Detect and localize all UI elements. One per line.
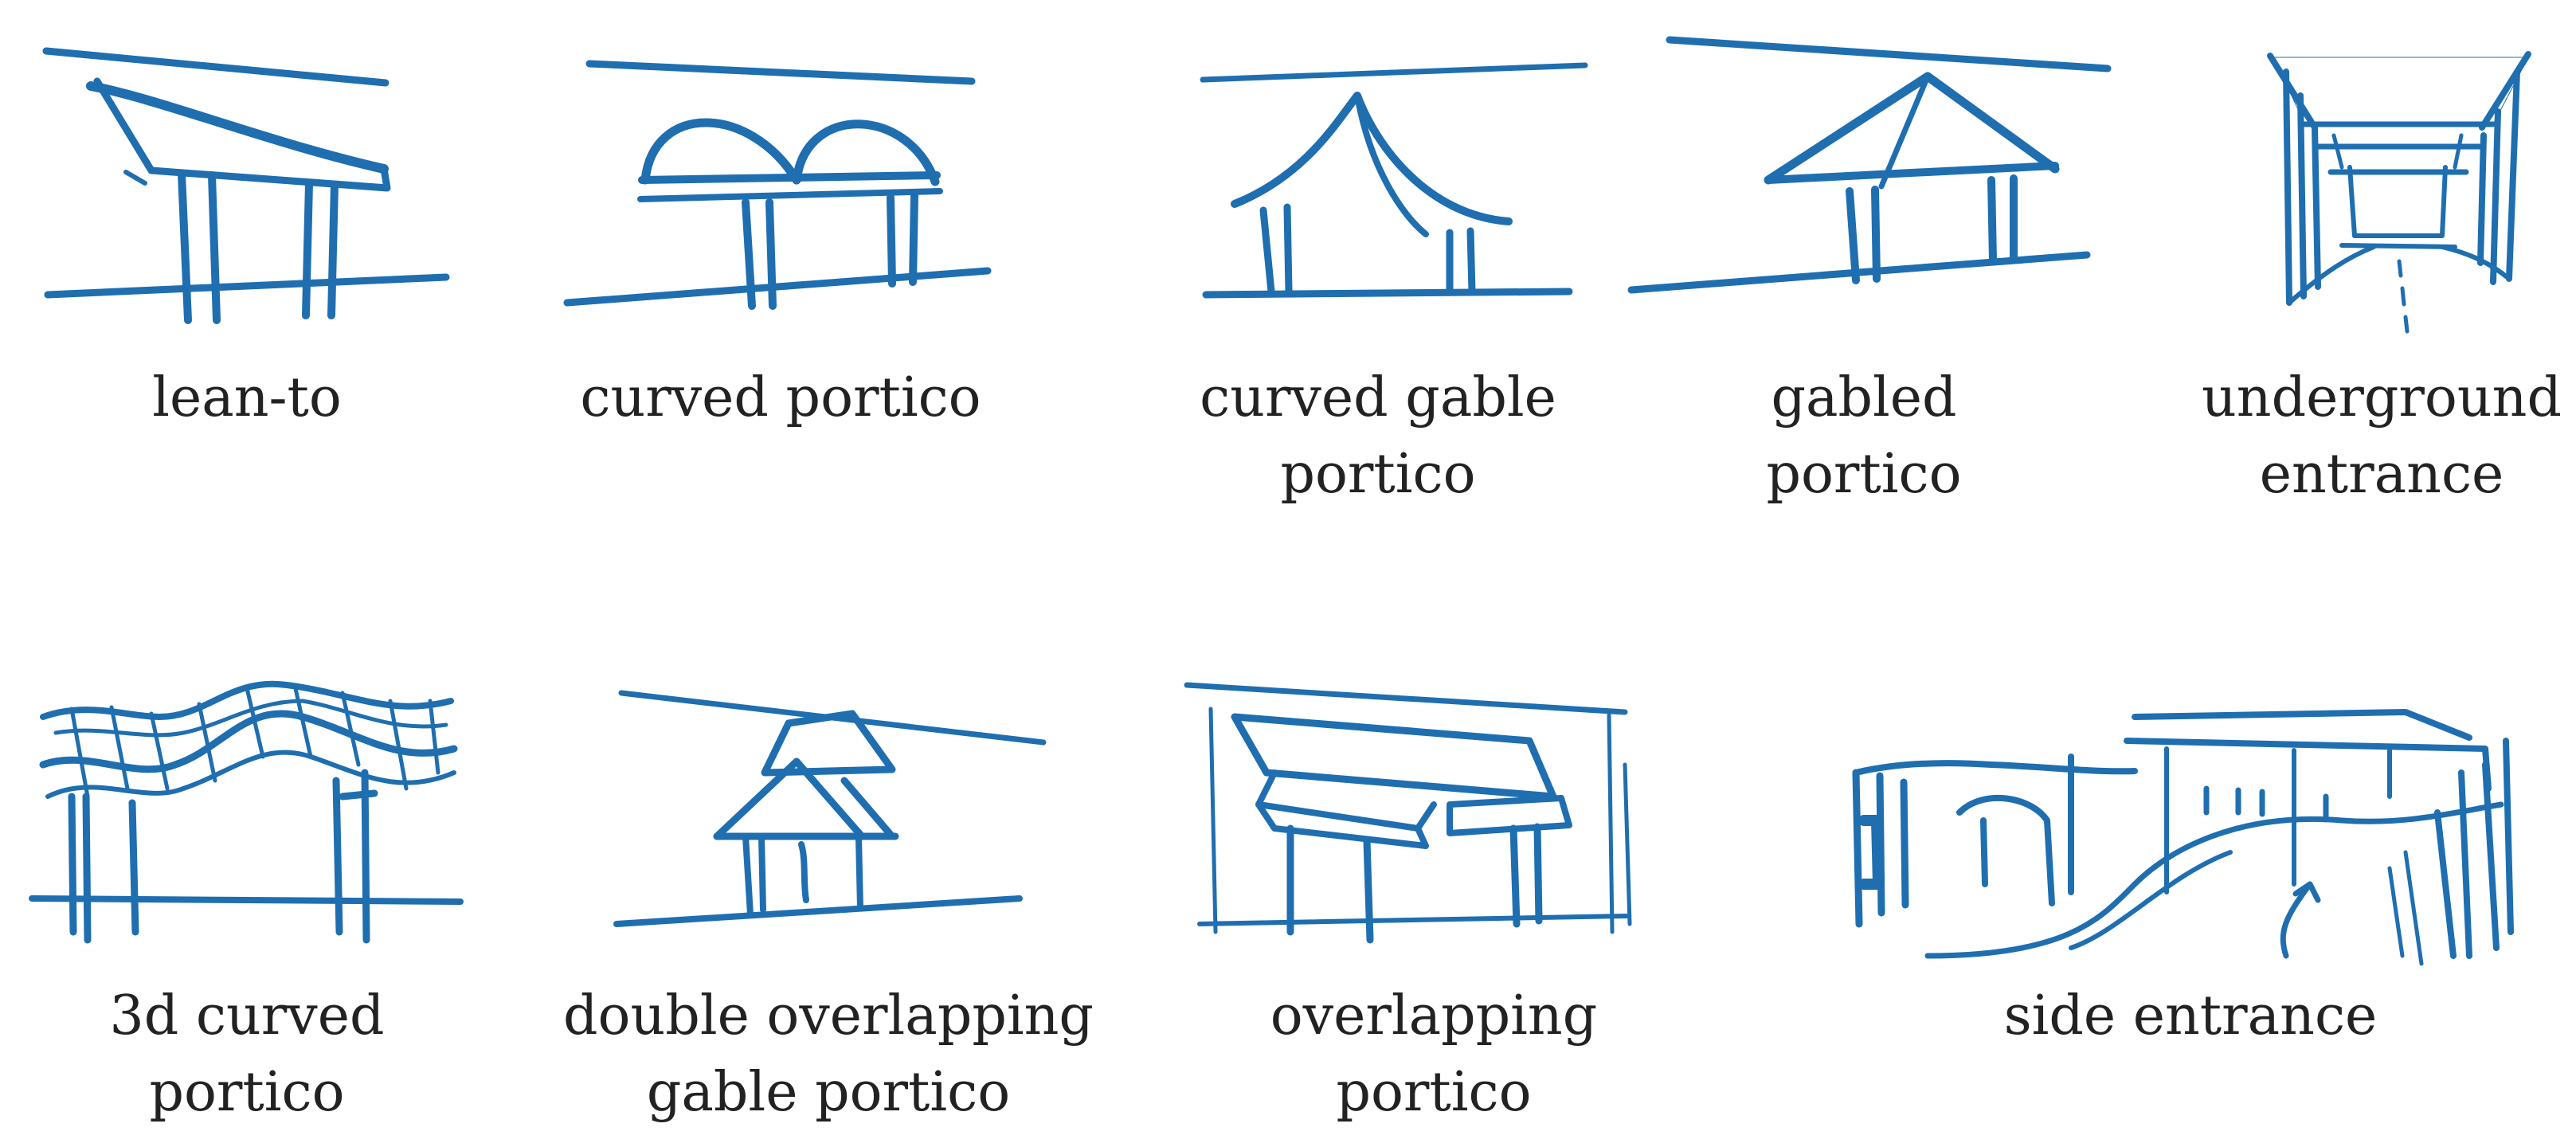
caption-line: portico	[1336, 1061, 1532, 1124]
caption-3d-curved-portico: 3d curved portico	[80, 978, 414, 1131]
caption-overlapping-portico: overlapping portico	[1227, 978, 1641, 1131]
caption-line: gabled	[1771, 366, 1957, 429]
caption-line: double overlapping	[563, 985, 1094, 1047]
curved-gable-portico-sketch	[1200, 62, 1588, 299]
caption-line: portico	[1766, 443, 1962, 506]
3d-curved-portico-sketch	[29, 680, 464, 944]
caption-side-entrance: side entrance	[1944, 978, 2437, 1055]
curved-portico-sketch	[563, 60, 992, 310]
underground-entrance-sketch	[2267, 51, 2531, 334]
caption-line: portico	[1280, 443, 1476, 506]
gabled-portico-sketch	[1627, 36, 2112, 294]
caption-double-overlapping-gable-portico: double overlapping gable portico	[542, 978, 1115, 1131]
caption-line: lean-to	[152, 366, 342, 429]
overlapping-portico-sketch	[1184, 682, 1632, 944]
caption-curved-gable-portico: curved gable portico	[1171, 360, 1585, 513]
caption-line: side entrance	[2003, 985, 2378, 1047]
caption-line: gable portico	[646, 1061, 1011, 1124]
caption-line: underground	[2202, 366, 2562, 429]
caption-underground-entrance: underground entrance	[2198, 360, 2565, 513]
caption-line: entrance	[2259, 443, 2504, 506]
caption-line: curved portico	[580, 366, 981, 429]
caption-line: overlapping	[1270, 985, 1598, 1047]
caption-line: curved gable	[1200, 366, 1556, 429]
caption-gabled-portico: gabled portico	[1736, 360, 1991, 513]
caption-line: 3d curved	[109, 985, 385, 1047]
lean-to-sketch	[42, 47, 450, 324]
caption-curved-portico: curved portico	[558, 360, 1004, 436]
double-overlapping-gable-portico-sketch	[613, 690, 1047, 927]
caption-line: portico	[149, 1061, 345, 1124]
caption-lean-to: lean-to	[112, 360, 382, 436]
side-entrance-sketch	[1852, 709, 2514, 966]
